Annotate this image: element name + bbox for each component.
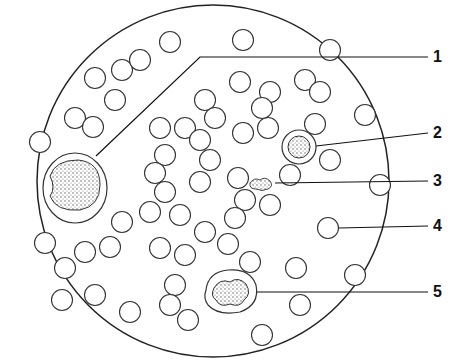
red-blood-cell (225, 208, 246, 229)
red-blood-cell (52, 290, 73, 311)
red-blood-cell (355, 105, 376, 126)
red-blood-cell (258, 118, 279, 139)
callout-number: 1 (433, 48, 442, 66)
red-blood-cell (170, 205, 191, 226)
red-blood-cell (240, 252, 261, 273)
red-blood-cell (30, 132, 51, 153)
red-blood-cell (150, 118, 171, 139)
callout-number: 5 (433, 283, 442, 301)
red-blood-cell (286, 258, 307, 279)
red-blood-cell (190, 130, 211, 151)
red-blood-cell (230, 72, 251, 93)
red-blood-cell (100, 237, 121, 258)
red-blood-cell (160, 295, 181, 316)
red-blood-cell (150, 238, 171, 259)
red-blood-cell (233, 123, 254, 144)
red-blood-cell (130, 50, 151, 71)
red-blood-cell (55, 258, 76, 279)
red-blood-cell (160, 32, 181, 53)
red-blood-cell (120, 302, 141, 323)
red-blood-cell (252, 325, 273, 346)
red-blood-cell (165, 275, 186, 296)
large-leukocyte (43, 153, 107, 223)
red-blood-cell (190, 172, 211, 193)
red-blood-cell (83, 117, 104, 138)
red-blood-cell (200, 150, 221, 171)
neutrophil (205, 270, 257, 313)
red-blood-cell (228, 168, 249, 189)
red-blood-cell (75, 242, 96, 263)
red-blood-cell (155, 182, 176, 203)
red-blood-cell (252, 98, 273, 119)
callout-number: 4 (433, 217, 442, 235)
red-blood-cell (178, 310, 199, 331)
field-of-view (37, 5, 389, 357)
lymphocyte (282, 130, 316, 164)
red-blood-cell (175, 245, 196, 266)
red-blood-cell (345, 265, 366, 286)
red-blood-cell (233, 30, 254, 51)
red-blood-cell (112, 212, 133, 233)
red-blood-cell (145, 163, 166, 184)
red-blood-cell (260, 195, 281, 216)
red-blood-cell (85, 68, 106, 89)
red-blood-cell (195, 222, 216, 243)
red-blood-cell (320, 150, 341, 171)
red-blood-cell (310, 82, 331, 103)
red-blood-cells (30, 30, 391, 346)
red-blood-cell (105, 90, 126, 111)
red-blood-cell (218, 234, 239, 255)
red-blood-cell (35, 233, 56, 254)
red-blood-cell (140, 202, 161, 223)
callout-number: 2 (433, 124, 442, 142)
red-blood-cell (205, 108, 226, 129)
red-blood-cell (305, 114, 326, 135)
callout-number: 3 (433, 172, 442, 190)
red-blood-cell (370, 175, 391, 196)
leader-lines (96, 57, 428, 292)
red-blood-cell (318, 218, 339, 239)
red-blood-cell (290, 295, 311, 316)
platelets (250, 178, 272, 190)
red-blood-cell (85, 285, 106, 306)
